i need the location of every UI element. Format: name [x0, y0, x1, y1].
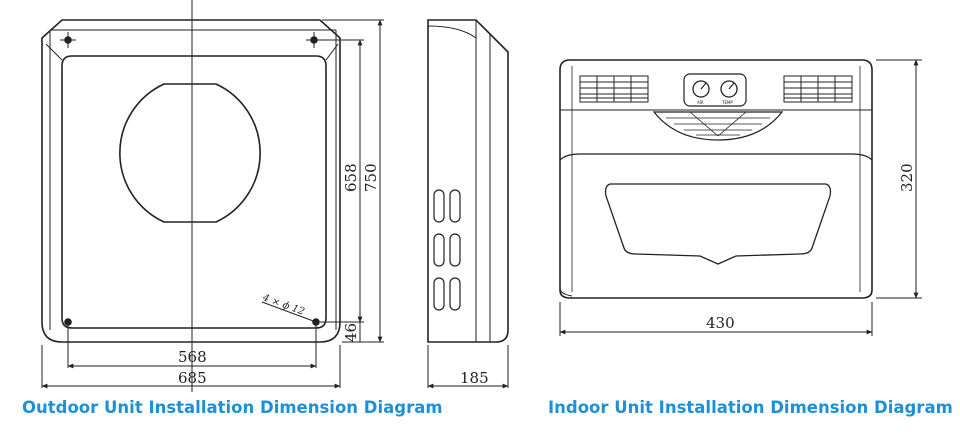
- side-vent-slots: [433, 189, 461, 311]
- indoor-front-view: [559, 59, 873, 299]
- dim-depth: 185: [460, 369, 489, 387]
- outdoor-outer-casing: [41, 19, 341, 343]
- dim-indoor-width: 430: [706, 314, 735, 332]
- fan-grille: [119, 83, 261, 223]
- dim-hole-offset: 46: [342, 323, 360, 342]
- dim-outer-width: 685: [178, 369, 207, 387]
- temp-knob: [720, 80, 738, 98]
- indoor-fan-grille: [652, 111, 784, 141]
- indoor-caption: Indoor Unit Installation Dimension Diagr…: [548, 398, 953, 417]
- outdoor-side-view: [427, 19, 509, 343]
- indoor-window: [604, 183, 832, 265]
- mount-hole: [64, 318, 72, 326]
- control-panel: [683, 73, 747, 107]
- outdoor-dimensions: [41, 19, 384, 389]
- dim-inner-width: 568: [178, 348, 207, 366]
- indoor-vent-right: [783, 75, 853, 103]
- outdoor-front-view: [41, 0, 341, 392]
- temp-knob-label: TEMP: [721, 100, 733, 105]
- dim-outer-height: 750: [362, 163, 380, 192]
- hole-callout: 4 × ϕ 12: [260, 292, 306, 318]
- dim-indoor-height: 320: [898, 163, 916, 192]
- outdoor-front-panel: [61, 55, 327, 329]
- indoor-dimensions: [559, 59, 922, 336]
- air-knob: [692, 80, 710, 98]
- outdoor-caption: Outdoor Unit Installation Dimension Diag…: [22, 398, 443, 417]
- indoor-casing: [559, 59, 873, 299]
- dim-inner-height: 658: [342, 163, 360, 192]
- indoor-vent-left: [579, 75, 649, 103]
- air-knob-label: AIR: [697, 100, 704, 105]
